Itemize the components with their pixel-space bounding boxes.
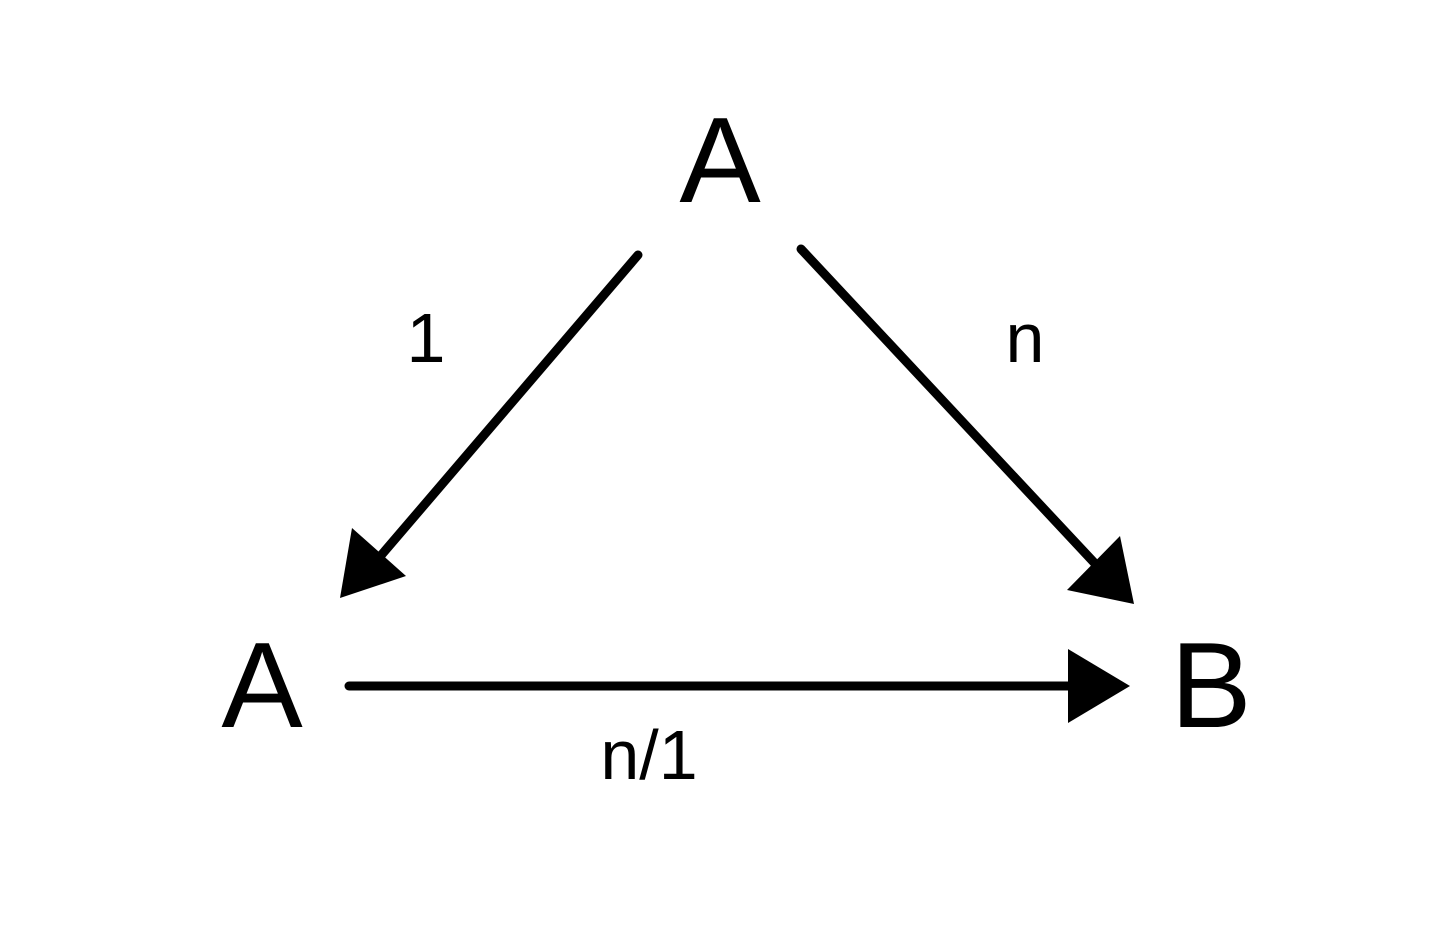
edge-top-to-bottom-left — [340, 250, 643, 598]
node-bottom-left-label: A — [221, 617, 303, 753]
edge-bottom-left-to-bottom-right-arrowhead — [1068, 649, 1130, 723]
node-top-label: A — [679, 92, 761, 228]
edge-top-to-bottom-right — [796, 244, 1134, 604]
edge-top-to-bottom-left-label: 1 — [407, 299, 446, 377]
edge-bottom-left-to-bottom-right-label: n/1 — [600, 716, 697, 794]
edge-top-to-bottom-left-arrowhead — [340, 528, 406, 598]
edge-top-to-bottom-right-label: n — [1006, 299, 1045, 377]
node-bottom-right-label: B — [1170, 617, 1251, 753]
edge-top-to-bottom-right-line — [796, 244, 1107, 576]
edge-top-to-bottom-right-arrowhead — [1067, 536, 1134, 604]
edge-bottom-left-to-bottom-right — [344, 649, 1130, 723]
edge-top-to-bottom-left-line — [367, 250, 643, 571]
